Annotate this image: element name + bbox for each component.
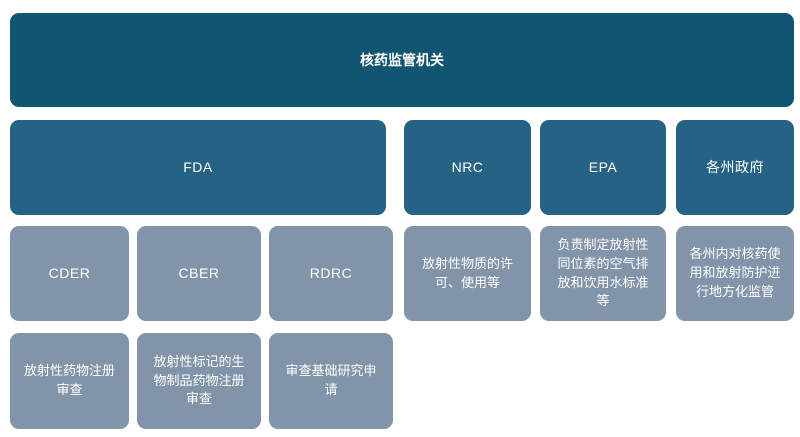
epa-description-node: 负责制定放射性同位素的空气排放和饮用水标准等 bbox=[540, 226, 666, 321]
cber-node: CBER bbox=[137, 226, 261, 321]
epa-node: EPA bbox=[540, 120, 666, 215]
fda-node: FDA bbox=[10, 120, 386, 215]
cder-node: CDER bbox=[10, 226, 129, 321]
state-gov-node: 各州政府 bbox=[676, 120, 794, 215]
cber-detail-node: 放射性标记的生物制品药物注册审查 bbox=[137, 333, 261, 429]
rdrc-node: RDRC bbox=[269, 226, 393, 321]
state-gov-description-node: 各州内对核药使用和放射防护进行地方化监管 bbox=[676, 226, 794, 321]
nrc-description-node: 放射性物质的许可、使用等 bbox=[404, 226, 531, 321]
nrc-node: NRC bbox=[404, 120, 531, 215]
cder-detail-node: 放射性药物注册审查 bbox=[10, 333, 129, 429]
root-node: 核药监管机关 bbox=[10, 13, 794, 107]
rdrc-detail-node: 审查基础研究申请 bbox=[269, 333, 393, 429]
